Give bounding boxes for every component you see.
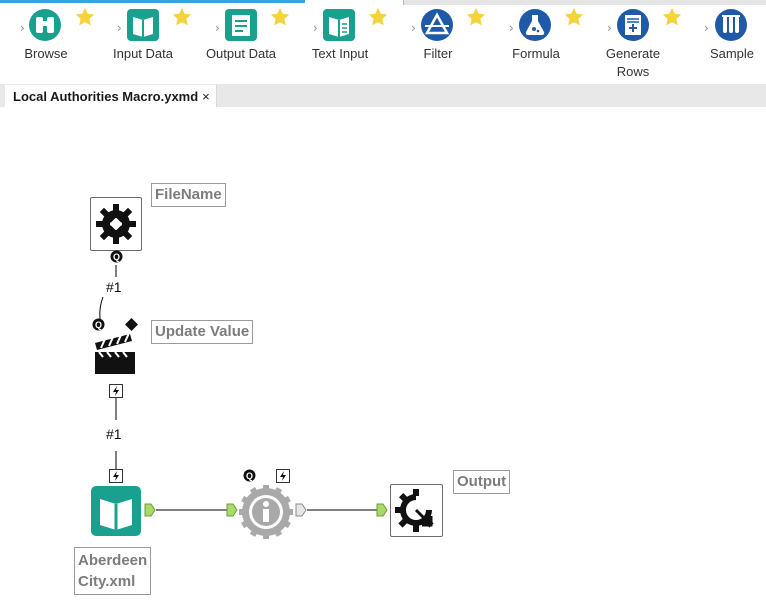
star-icon[interactable]: [367, 6, 389, 28]
diamond-anchor[interactable]: [125, 318, 138, 331]
tool-label: Sample: [709, 46, 755, 61]
test-tubes-icon: [714, 8, 748, 42]
tool-formula[interactable]: › Formula: [488, 6, 586, 80]
clapperboard-icon[interactable]: [92, 331, 138, 377]
star-icon[interactable]: [171, 6, 193, 28]
chevron-right-icon: ›: [313, 21, 318, 35]
star-icon[interactable]: [465, 6, 487, 28]
question-anchor[interactable]: Q: [92, 318, 105, 331]
tab-local-authorities-macro[interactable]: Local Authorities Macro.yxmd ×: [5, 85, 217, 107]
macro-output-tool[interactable]: [390, 484, 443, 537]
input-file-label-line: City.xml: [78, 573, 136, 590]
generate-rows-icon: [616, 8, 650, 42]
connection-lines: [99, 265, 377, 511]
chevron-right-icon: ›: [411, 21, 416, 35]
lightning-anchor[interactable]: [109, 469, 123, 483]
output-anchor[interactable]: [144, 503, 156, 517]
chevron-right-icon: ›: [20, 21, 25, 35]
lightning-anchor[interactable]: [276, 469, 290, 483]
anchor-letter: Q: [246, 471, 253, 481]
chevron-right-icon: ›: [117, 21, 122, 35]
palette-accent-bar: [0, 0, 305, 3]
input-anchor[interactable]: [376, 503, 388, 517]
tool-label: Output Data: [205, 46, 277, 61]
lightning-anchor[interactable]: [109, 384, 123, 398]
book-grid-icon: [322, 8, 356, 42]
document-lines-icon: [224, 8, 258, 42]
chevron-right-icon: ›: [509, 21, 514, 35]
palette-accent-bar-right: [403, 0, 766, 5]
anchor-letter: Q: [113, 252, 120, 262]
tool-label: Formula: [512, 46, 560, 61]
palette-divider: [403, 0, 404, 5]
connection-label: #1: [106, 279, 122, 295]
connection-label: #1: [106, 426, 122, 442]
tool-filter[interactable]: › Filter: [390, 6, 488, 80]
tool-label-text: Generate Rows: [605, 46, 661, 79]
tool-label: Browse: [24, 46, 68, 61]
input-file-label-line: Aberdeen: [78, 552, 148, 569]
tool-label: Generate Rows: [584, 45, 682, 81]
tool-text-input[interactable]: › Text Input: [292, 6, 390, 80]
tool-sample[interactable]: › Sample: [684, 8, 766, 80]
question-anchor[interactable]: Q: [243, 469, 256, 482]
star-icon[interactable]: [563, 6, 585, 28]
flask-icon: [518, 8, 552, 42]
info-icon[interactable]: [238, 484, 294, 540]
control-parameter-tool[interactable]: [90, 197, 142, 251]
filename-label[interactable]: FileName: [151, 183, 226, 207]
input-data-tool[interactable]: [90, 485, 142, 537]
input-file-label[interactable]: Aberdeen City.xml: [74, 547, 152, 595]
input-anchor[interactable]: [226, 503, 238, 517]
document-tab-strip: Local Authorities Macro.yxmd ×: [0, 84, 766, 107]
binoculars-icon: [28, 8, 62, 42]
tool-input-data[interactable]: › Input Data: [96, 6, 194, 80]
tool-output-data[interactable]: › Output Data: [194, 6, 292, 80]
tool-label: Text Input: [311, 46, 369, 61]
star-icon[interactable]: [74, 6, 96, 28]
output-label[interactable]: Output: [453, 470, 511, 494]
anchor-letter: Q: [95, 320, 102, 330]
tool-palette: › Browse › Input Data ›: [0, 0, 766, 84]
chevron-right-icon: ›: [215, 21, 220, 35]
tool-generate-rows[interactable]: › Generate Rows: [584, 6, 684, 81]
gear-arrow-icon: [394, 488, 439, 533]
gear-icon: [94, 202, 138, 246]
tool-browse[interactable]: › Browse: [0, 6, 98, 80]
update-value-label[interactable]: Update Value: [151, 320, 254, 344]
tab-title: Local Authorities Macro.yxmd: [13, 88, 199, 104]
chevron-right-icon: ›: [704, 21, 709, 35]
question-anchor[interactable]: Q: [110, 250, 123, 263]
tool-label: Filter: [423, 46, 453, 61]
tool-label: Input Data: [113, 46, 173, 61]
filter-triangle-icon: [420, 8, 454, 42]
star-icon[interactable]: [269, 6, 291, 28]
output-anchor[interactable]: [295, 503, 307, 517]
star-icon[interactable]: [661, 6, 683, 28]
close-icon[interactable]: ×: [202, 88, 210, 104]
workflow-canvas[interactable]: Q FileName #1 Q Update Value #1: [0, 107, 766, 601]
book-icon: [126, 8, 160, 42]
chevron-right-icon: ›: [607, 21, 612, 35]
